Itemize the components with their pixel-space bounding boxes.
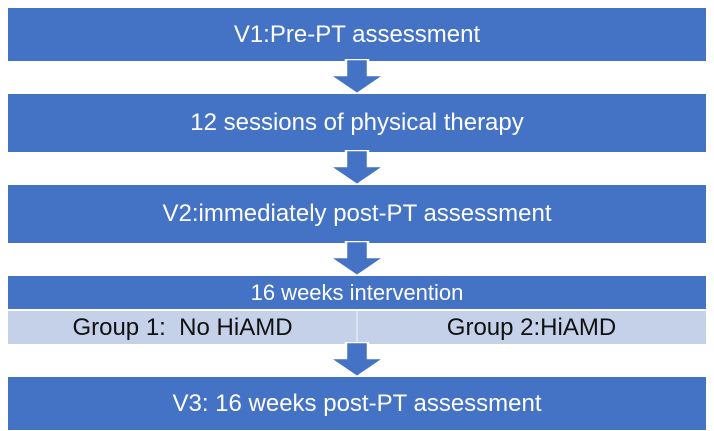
step-label: 12 sessions of physical therapy [190,109,524,136]
step-label: V1:Pre-PT assessment [233,20,481,48]
step-label: 16 weeks intervention [250,279,464,305]
down-arrow-icon [324,241,390,277]
step-label: V3: 16 weeks post-PT assessment [172,389,542,417]
step-label: V2:immediately post-PT assessment [162,200,552,227]
down-arrow-icon [324,342,390,378]
step-box-v2-post-pt: V2:immediately post-PT assessment [8,185,706,243]
step-box-intervention: 16 weeks intervention Group 1: No HiAMD … [8,276,706,344]
group-1-label: Group 1: No HiAMD [72,313,293,341]
down-arrow-icon [324,59,390,95]
down-arrow-icon [324,150,390,186]
step-box-v3-16-weeks: V3: 16 weeks post-PT assessment [8,377,706,430]
intervention-groups-row: Group 1: No HiAMD Group 2:HiAMD [8,311,706,344]
group-2-cell: Group 2:HiAMD [357,311,706,344]
intervention-header: 16 weeks intervention [8,276,706,309]
group-1-cell: Group 1: No HiAMD [8,311,357,344]
step-box-v1-pre-pt: V1:Pre-PT assessment [8,8,706,61]
step-box-pt-sessions: 12 sessions of physical therapy [8,94,706,152]
group-2-label: Group 2:HiAMD [446,313,617,341]
group-divider [356,311,358,344]
